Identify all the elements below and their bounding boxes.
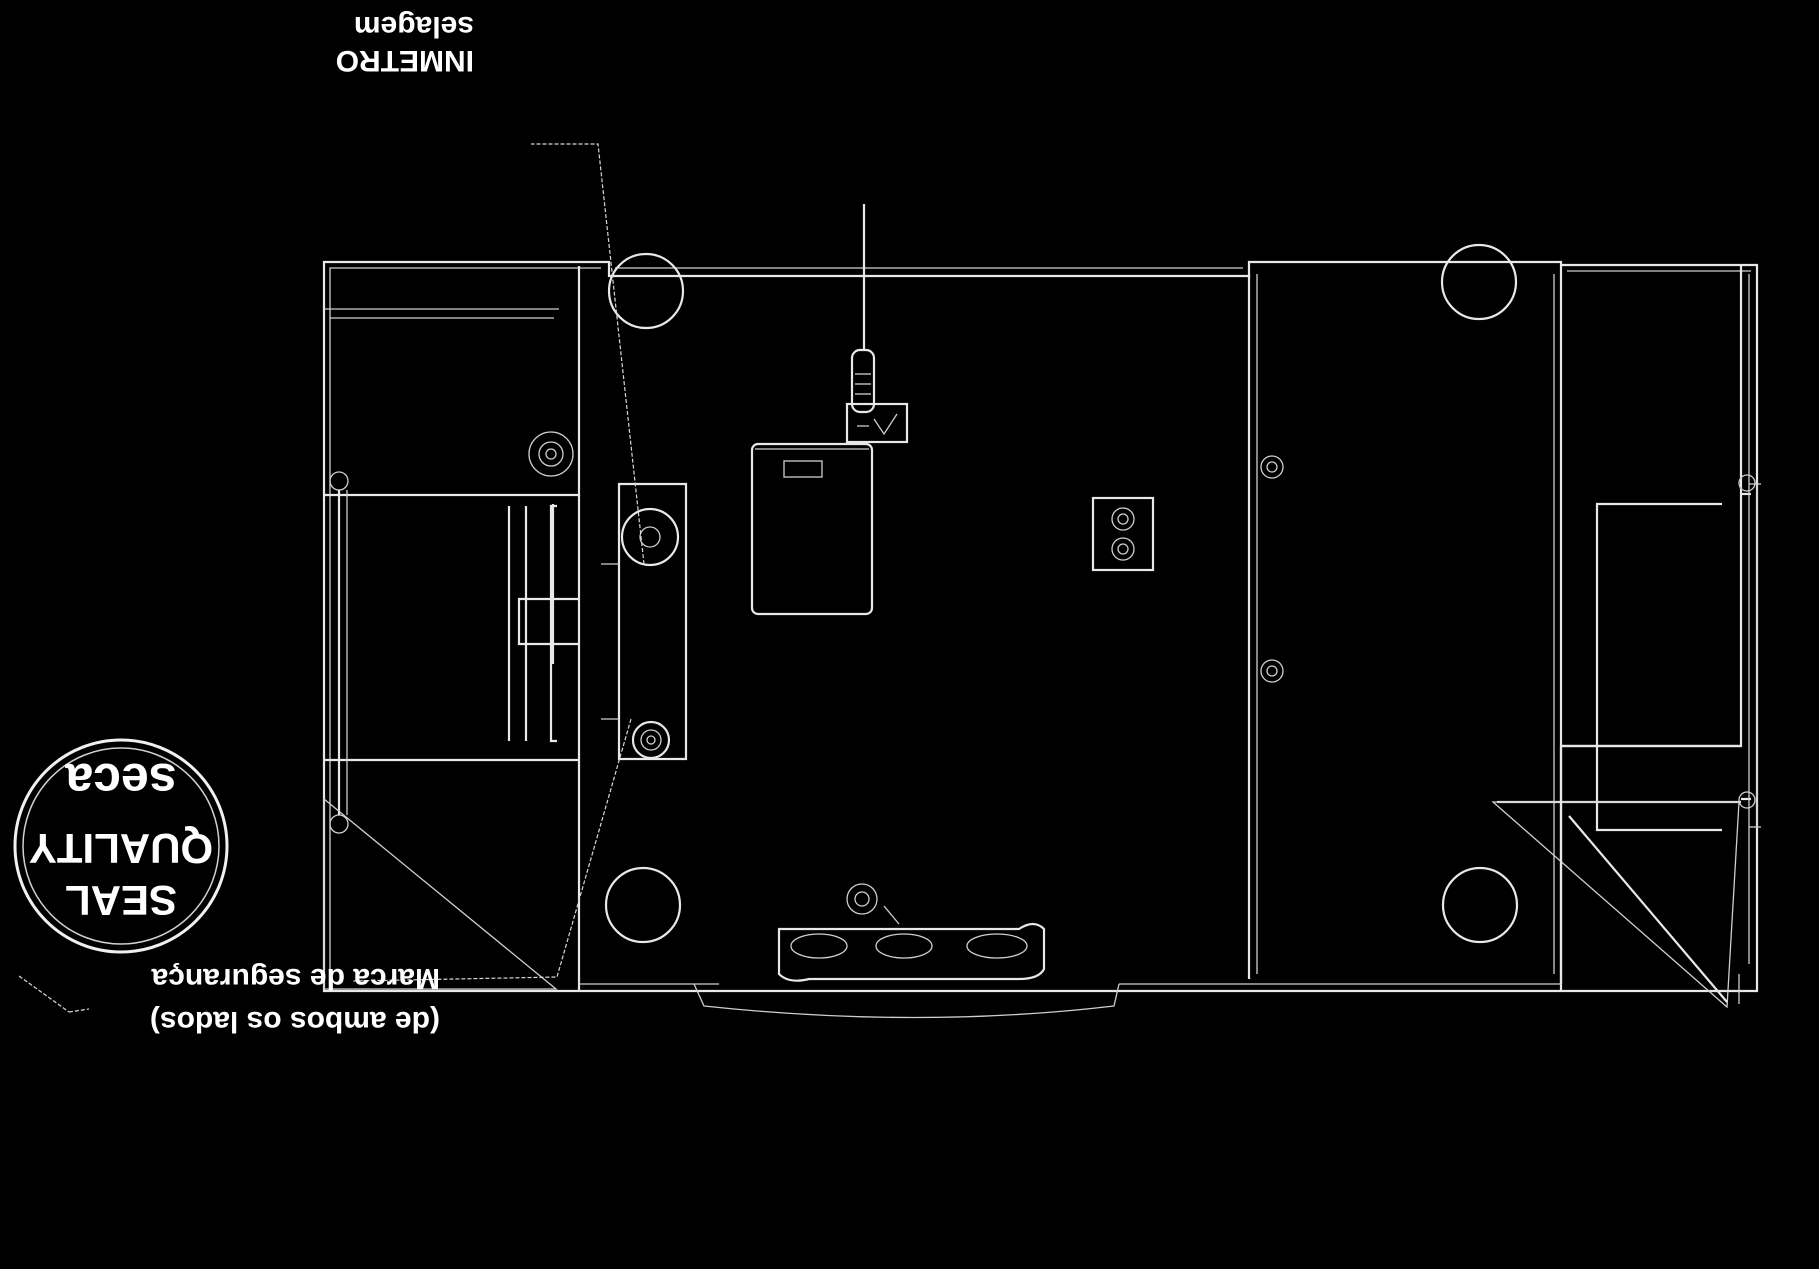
leader-lines — [18, 143, 645, 1013]
seca-quality-seal: seca QUALITY SEAL — [13, 738, 229, 954]
seal-text-seal: SEAL — [65, 877, 177, 924]
security-mark-line2: (de ambos os lados) — [150, 1005, 440, 1038]
security-mark-label: Marca de segurança (de ambos os lados) — [150, 962, 440, 1038]
seal-text-quality: QUALITY — [29, 825, 213, 872]
selagem-label: selagem — [354, 10, 474, 43]
inmetro-label: INMETRO — [336, 44, 474, 77]
main-body — [579, 266, 1563, 1019]
left-end-compartment — [1260, 265, 1761, 1009]
battery-lid — [750, 442, 874, 616]
connector-sockets — [1091, 496, 1155, 572]
housing-outline — [322, 260, 1759, 993]
security-mark-line1: Marca de segurança — [151, 962, 440, 995]
rubber-feet — [604, 243, 1519, 944]
seal-points — [601, 482, 688, 761]
seal-text-seca: seca — [64, 753, 176, 809]
cable-connector — [845, 204, 909, 444]
right-end-compartment — [323, 266, 581, 991]
inmetro-seal-label: INMETRO selagem — [336, 10, 474, 77]
